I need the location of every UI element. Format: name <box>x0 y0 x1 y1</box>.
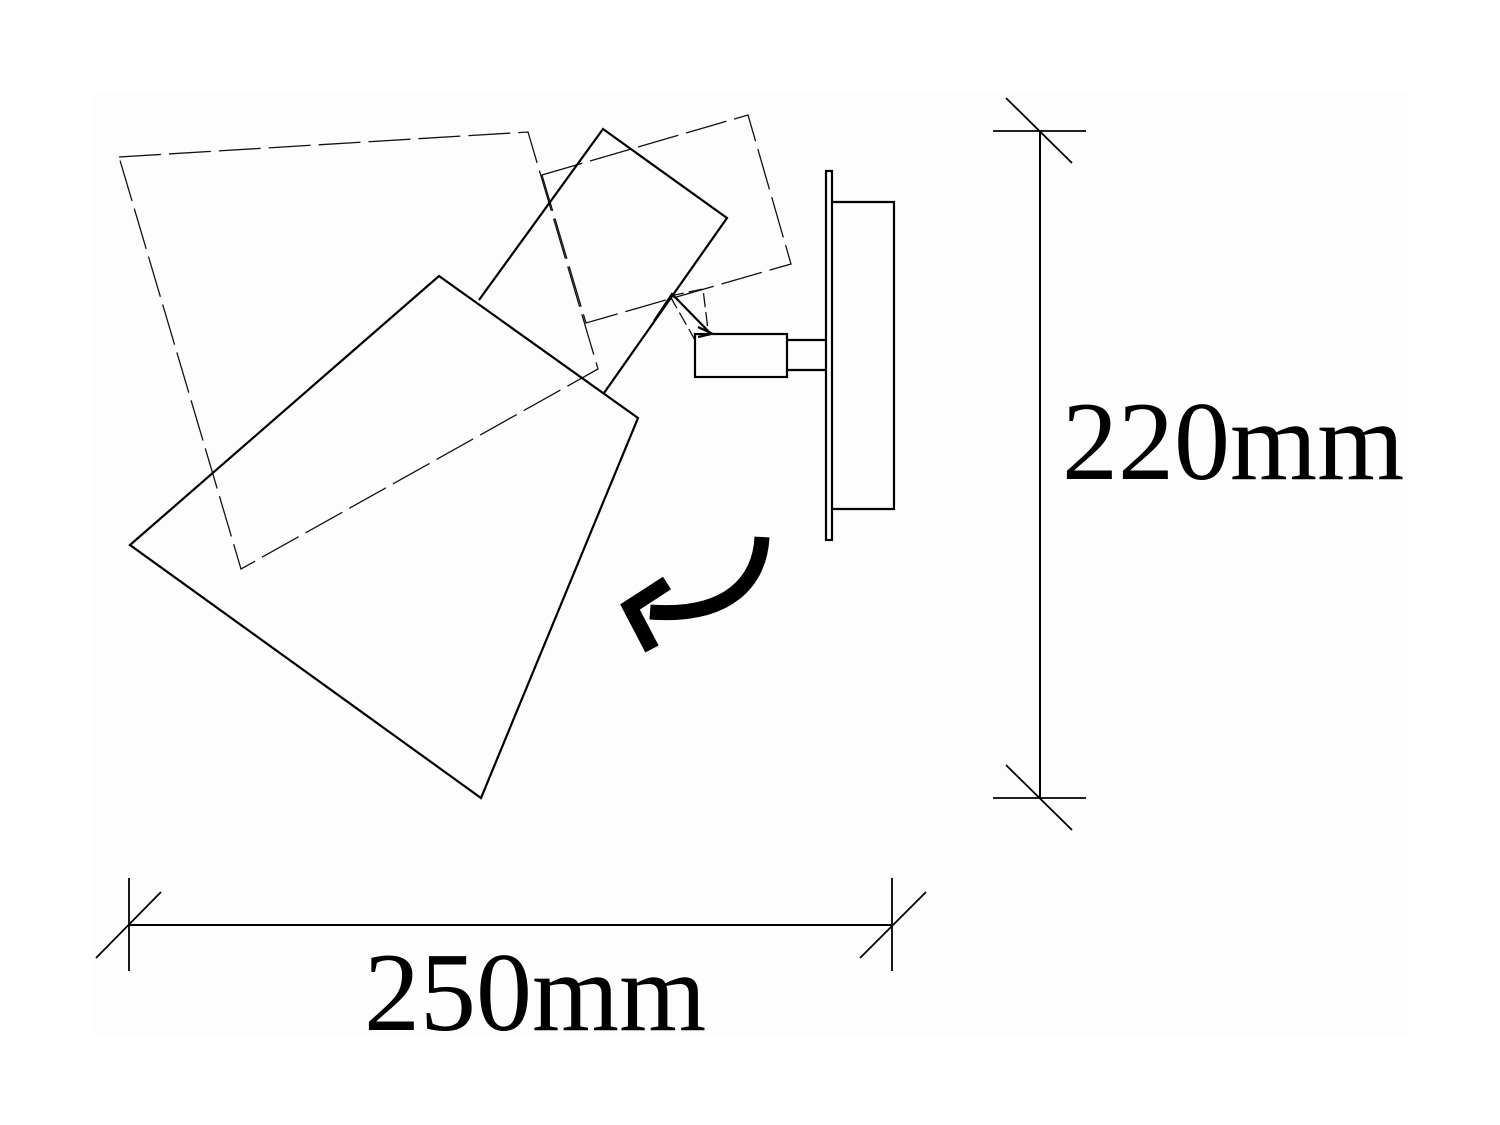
wall-mounting-plate <box>824 169 896 542</box>
alternate-position-shade-left <box>118 131 599 570</box>
width-dimension: 250mm <box>95 878 927 1055</box>
lamp-shade-back <box>478 127 729 394</box>
height-dimension-label: 220mm <box>1062 380 1404 504</box>
lamp-arm <box>693 332 826 379</box>
height-dimension: 220mm <box>993 97 1404 831</box>
width-dimension-label: 250mm <box>364 931 706 1055</box>
alternate-position-shade-upper <box>541 114 792 341</box>
lamp-shade-main <box>128 274 640 800</box>
lamp-hinge-joint <box>653 292 714 339</box>
rotation-arrow-icon <box>620 536 770 653</box>
